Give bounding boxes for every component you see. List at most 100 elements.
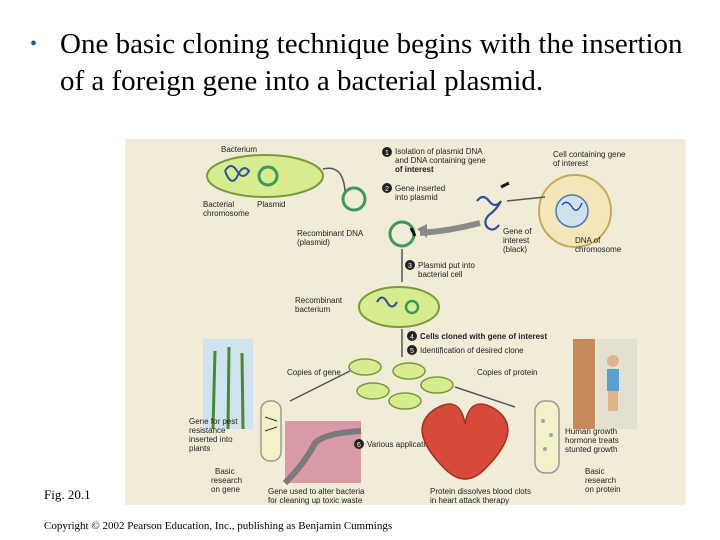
gene-of-interest-dna: [476, 195, 502, 231]
copies-protein-label: Copies of protein: [477, 368, 537, 377]
step3-badge: [405, 260, 415, 270]
basic-research-gene-label-3: on gene: [211, 485, 240, 494]
step2-number: 2: [385, 186, 389, 193]
gene-interest-label-3: (black): [503, 245, 527, 254]
arrow-isolation: [322, 167, 346, 192]
figure-caption: Fig. 20.1: [44, 487, 91, 502]
plasmid-label: Plasmid: [257, 200, 285, 209]
clone-cell-3: [420, 376, 454, 394]
clone-cell-5: [388, 392, 422, 410]
dna-chromosome-label-2: chromosome: [575, 245, 622, 254]
step4-label: Cells cloned with gene of interest: [420, 332, 547, 341]
cloning-figure: Bacterium Bacterial chromosome Plasmid 1…: [125, 139, 686, 505]
isolated-plasmid: [341, 186, 367, 212]
recombinant-insert: [409, 227, 417, 237]
gene-pest-label-1: Gene for pest: [189, 417, 238, 426]
nucleus-dna: [561, 201, 583, 211]
tube-dna-2: [264, 426, 278, 432]
recombinant-bacterium-label-2: bacterium: [295, 305, 330, 314]
step2-line2: into plasmid: [395, 193, 438, 202]
gray-insert-arrow: [419, 220, 481, 236]
basic-research-gene-label-1: Basic: [215, 467, 235, 476]
gene-pest-label-4: plants: [189, 444, 210, 453]
gene-pest-label-2: resistance: [189, 426, 226, 435]
boy-legs: [608, 391, 618, 411]
bacterium-cell: [206, 154, 324, 198]
bullet-point: • One basic cloning technique begins wit…: [30, 26, 690, 100]
boy-head: [607, 355, 619, 367]
recombinant-plasmid: [388, 220, 416, 248]
bacterium-label: Bacterium: [221, 145, 257, 154]
gene-interest-label-1: Gene of: [503, 227, 532, 236]
gene-interest-label-2: interest: [503, 236, 530, 245]
basic-research-protein-label-1: Basic: [585, 467, 605, 476]
clone-cell-1: [348, 358, 382, 376]
step3-line1: Plasmid put into: [418, 261, 475, 270]
recombinant-bacterium-plasmid: [404, 299, 420, 315]
gene-test-tube: [260, 400, 282, 462]
copyright-text: Copyright © 2002 Pearson Education, Inc.…: [44, 520, 393, 532]
tube-dna-1: [264, 416, 278, 422]
gene-of-interest-marker: [500, 181, 510, 189]
recombinant-dna-label-1: Recombinant DNA: [297, 229, 364, 238]
step5-number: 5: [410, 348, 414, 355]
corn-stalk-2: [226, 346, 231, 430]
arrow-to-protein-uses: [454, 386, 516, 408]
bacterial-chromosome-label-2: chromosome: [203, 209, 250, 218]
bacterial-chromosome-shape: [224, 165, 251, 182]
heart-image: [421, 403, 509, 480]
arrow-cell-to-gene: [506, 196, 546, 202]
step4-number: 4: [410, 334, 414, 341]
gene-pest-label-3: inserted into: [189, 435, 233, 444]
step2-badge: [382, 183, 392, 193]
step1-number: 1: [385, 150, 389, 157]
human-growth-label-3: stunted growth: [565, 445, 617, 454]
protein-dot-1: [541, 419, 545, 423]
cloning-diagram: Bacterium Bacterial chromosome Plasmid 1…: [189, 145, 637, 505]
basic-research-gene-label-2: research: [211, 476, 242, 485]
boy-shirt: [607, 369, 619, 391]
recombinant-chromosome: [376, 296, 398, 308]
gene-cell-nucleus: [555, 194, 589, 228]
step1-line3: of interest: [395, 165, 434, 174]
recombinant-bacterium-cell: [358, 286, 440, 328]
protein-clots-label-2: in heart attack therapy: [430, 496, 509, 505]
basic-research-protein-label-2: research: [585, 476, 616, 485]
step1-line2: and DNA containing gene: [395, 156, 486, 165]
step5-badge: [407, 345, 417, 355]
bullet-text: One basic cloning technique begins with …: [60, 28, 683, 97]
plasmid-shape: [257, 165, 279, 187]
bacterial-chromosome-label-1: Bacterial: [203, 200, 234, 209]
step1-line1: Isolation of plasmid DNA: [395, 147, 483, 156]
bullet-dot: •: [30, 33, 38, 55]
dna-chromosome-label-1: DNA of: [575, 236, 601, 245]
protein-dot-2: [549, 433, 553, 437]
cell-gene-label-2: of interest: [553, 159, 589, 168]
protein-test-tube: [534, 400, 560, 474]
clone-cell-2: [392, 362, 426, 380]
protein-dot-3: [543, 447, 547, 451]
step3-number: 3: [408, 263, 412, 270]
arrow-to-gene-uses: [289, 370, 351, 402]
corn-stalk-1: [211, 350, 217, 430]
cell-gene-label-1: Cell containing gene: [553, 150, 626, 159]
gray-arrowhead: [417, 224, 427, 238]
step3-line2: bacterial cell: [418, 270, 463, 279]
recombinant-bacterium-label-1: Recombinant: [295, 296, 343, 305]
step6-badge: [354, 439, 364, 449]
gene-toxic-label-2: for cleaning up toxic waste: [268, 496, 363, 505]
human-growth-label-1: Human growth: [565, 427, 617, 436]
human-growth-label-2: hormone treats: [565, 436, 619, 445]
toxic-waste-stream: [282, 428, 362, 486]
protein-clots-label-1: Protein dissolves blood clots: [430, 487, 531, 496]
step5-label: Identification of desired clone: [420, 346, 524, 355]
clone-cell-4: [356, 382, 390, 400]
gene-toxic-label-1: Gene used to alter bacteria: [268, 487, 365, 496]
step2-line1: Gene inserted: [395, 184, 445, 193]
step6-number: 6: [357, 442, 361, 449]
recombinant-dna-label-2: (plasmid): [297, 238, 330, 247]
height-chart: [573, 339, 595, 429]
step4-badge: [407, 331, 417, 341]
step6-label: Various applications: [367, 440, 438, 449]
corn-stalk-3: [240, 352, 245, 430]
